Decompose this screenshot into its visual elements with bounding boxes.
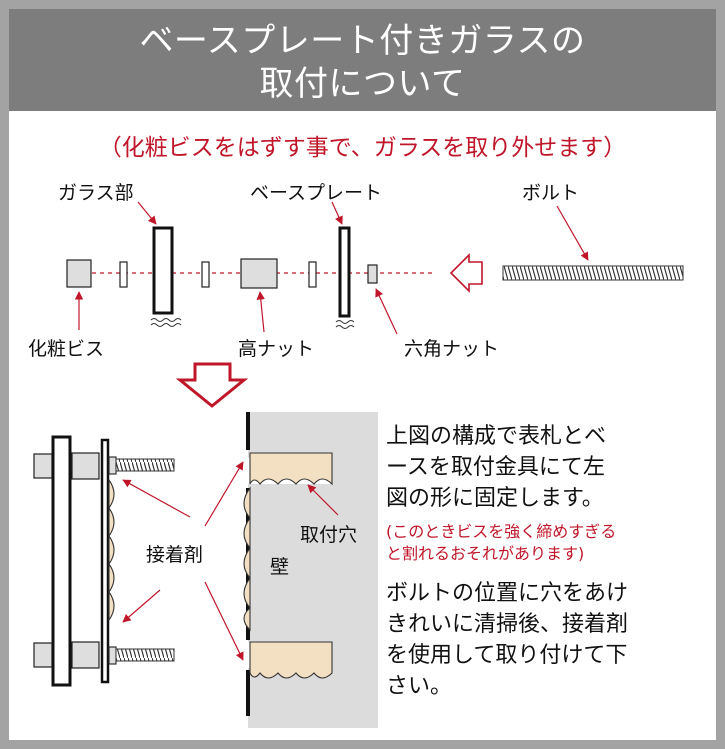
instructions-para1-line2: ースを取付金具にて左 xyxy=(386,455,605,480)
wall-body xyxy=(248,412,378,728)
instructions-note-line1: (このときビスを強く締めすぎる xyxy=(386,522,617,541)
label-high-nut: 高ナット xyxy=(238,338,315,360)
adhesive-hole-bottom xyxy=(249,641,333,679)
label-cosmetic-screw: 化粧ビス xyxy=(28,338,105,360)
adhesive-hole-top xyxy=(249,452,333,486)
glass-part xyxy=(152,226,174,315)
label-wall: 壁 xyxy=(270,556,290,578)
bolt-part xyxy=(502,265,684,281)
washer-1 xyxy=(119,261,128,288)
title-line-2: 取付について xyxy=(259,64,466,104)
washer-2 xyxy=(201,261,210,288)
label-adhesive: 接着剤 xyxy=(146,544,204,566)
washer-3 xyxy=(308,261,317,288)
instructions-para1-line1: 上図の構成で表札とベ xyxy=(386,424,607,449)
adhesive-wall-face xyxy=(243,486,251,632)
hex-nut-part xyxy=(367,264,378,284)
instructions-note-line2: と割れるおそれがあります) xyxy=(386,544,585,563)
insert-direction-arrow xyxy=(449,253,483,293)
base-plate-assembled xyxy=(100,438,110,684)
plate-break-mark xyxy=(335,320,355,329)
instructions-para2-line1: ボルトの位置に穴をあけ xyxy=(386,581,629,606)
high-nut-part xyxy=(240,258,278,289)
exploded-view xyxy=(66,201,684,335)
label-hex-nut: 六角ナット xyxy=(404,338,500,360)
instructions-para2-line3: を使用して取り付けて下 xyxy=(386,643,628,668)
subtitle: （化粧ビスをはずす事で、ガラスを取り外せます） xyxy=(98,135,627,161)
label-bolt: ボルト xyxy=(522,182,580,204)
base-plate-part xyxy=(338,226,351,318)
glass-assembled xyxy=(51,435,72,687)
glass-break-mark xyxy=(150,318,182,327)
transition-arrow xyxy=(175,362,249,408)
instructions-para1-line3: 図の形に固定します。 xyxy=(386,486,604,511)
label-mounting-hole: 取付穴 xyxy=(300,524,358,546)
instructions-para2-line4: さい。 xyxy=(386,674,453,699)
label-base-plate: ベースプレート xyxy=(250,182,383,204)
title-banner: ベースプレート付きガラスの 取付について xyxy=(9,9,716,111)
adhesive-blob-plate xyxy=(108,478,115,622)
instructions-para2-line2: きれいに清掃後、接着剤 xyxy=(386,612,629,637)
label-glass-part: ガラス部 xyxy=(58,182,134,204)
assembled-view xyxy=(33,412,378,728)
cosmetic-screw-part xyxy=(66,259,92,288)
title-line-1: ベースプレート付きガラスの xyxy=(139,21,586,61)
